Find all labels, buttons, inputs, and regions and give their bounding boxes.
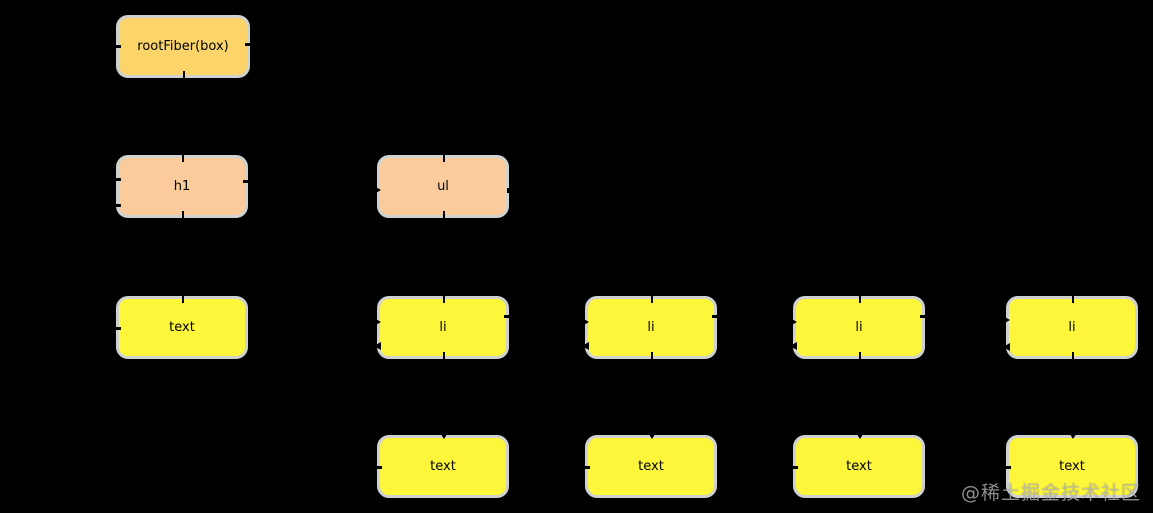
node-label: text	[638, 459, 664, 474]
node-text-8: text	[374, 431, 509, 498]
node-h1-1: h1	[113, 151, 251, 222]
node-text-9: text	[582, 431, 717, 498]
arrowhead-icon	[443, 151, 445, 162]
node-li-4: li	[374, 292, 512, 363]
node-rootfiberbox-0: rootFiber(box)	[113, 15, 253, 82]
arrowhead-icon	[1072, 352, 1074, 363]
arrowhead-icon	[374, 186, 381, 194]
arrowhead-icon	[1068, 431, 1078, 439]
arrowhead-icon	[245, 43, 253, 46]
arrowhead-icon	[182, 151, 184, 162]
arrowhead-icon	[183, 71, 185, 82]
arrowhead-icon	[651, 292, 653, 303]
arrowhead-icon	[443, 352, 445, 363]
arrowhead-icon	[1003, 466, 1011, 469]
arrowhead-icon	[439, 431, 449, 439]
arrowhead-icon	[790, 466, 798, 469]
node-text-3: text	[113, 292, 248, 359]
arrowhead-icon	[113, 45, 121, 48]
node-label: li	[439, 320, 447, 335]
node-label: text	[430, 459, 456, 474]
node-text-10: text	[790, 431, 925, 498]
arrowhead-icon	[243, 180, 251, 183]
arrowhead-icon	[712, 315, 720, 318]
arrowhead-icon	[859, 352, 861, 363]
node-label: ul	[437, 179, 449, 194]
node-label: text	[846, 459, 872, 474]
arrowhead-icon	[374, 342, 381, 350]
arrowhead-icon	[651, 352, 653, 363]
arrowhead-icon	[182, 292, 184, 303]
arrowhead-icon	[582, 318, 589, 326]
arrowhead-icon	[113, 204, 121, 207]
node-label: text	[169, 320, 195, 335]
arrowhead-icon	[1003, 343, 1010, 351]
node-li-5: li	[582, 292, 720, 363]
node-label: rootFiber(box)	[137, 39, 229, 54]
arrowhead-icon	[182, 211, 184, 222]
arrowhead-icon	[790, 318, 797, 326]
arrowhead-icon	[443, 292, 445, 303]
node-label: li	[1068, 320, 1076, 335]
node-label: li	[855, 320, 863, 335]
node-label: li	[647, 320, 655, 335]
arrowhead-icon	[920, 315, 928, 318]
arrowhead-icon	[113, 327, 121, 330]
arrowhead-icon	[582, 342, 589, 350]
node-ul-2: ul	[374, 151, 512, 222]
node-li-6: li	[790, 292, 928, 363]
watermark: @稀土掘金技术社区	[960, 482, 1141, 504]
node-li-7: li	[1003, 292, 1138, 363]
arrowhead-icon	[374, 466, 382, 469]
arrowhead-icon	[374, 318, 381, 326]
arrowhead-icon	[507, 188, 512, 193]
arrowhead-icon	[504, 315, 512, 318]
arrowhead-icon	[582, 466, 590, 469]
arrowhead-icon	[855, 431, 865, 439]
arrowhead-icon	[113, 178, 121, 181]
arrowhead-icon	[1003, 316, 1010, 324]
node-label: h1	[173, 179, 191, 194]
arrowhead-icon	[859, 292, 861, 303]
arrowhead-icon	[647, 431, 657, 439]
node-label: text	[1059, 459, 1085, 474]
arrowhead-icon	[443, 211, 445, 222]
arrowhead-icon	[1072, 292, 1074, 303]
arrowhead-icon	[790, 342, 797, 350]
